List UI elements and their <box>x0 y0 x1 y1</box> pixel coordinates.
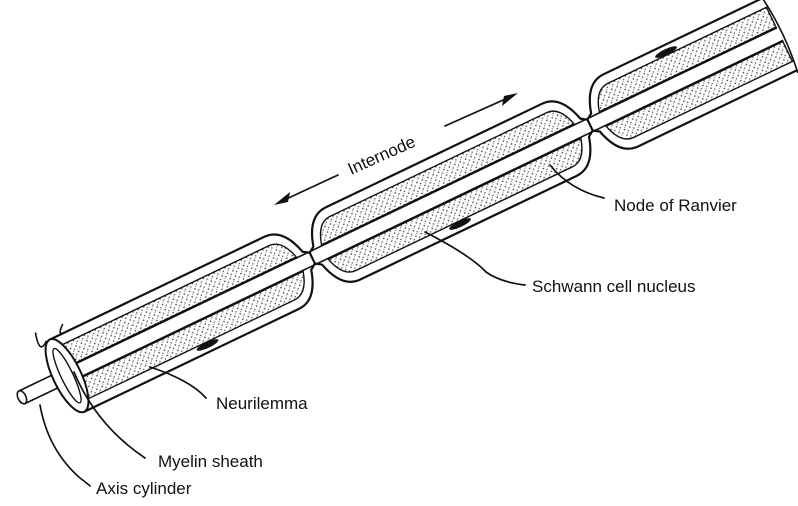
nerve-fiber <box>0 0 798 437</box>
internode-segment-2 <box>295 89 607 294</box>
internode-label: Internode <box>345 132 418 179</box>
leader-axis-cylinder <box>40 405 90 486</box>
node-of-ranvier-label: Node of Ranvier <box>614 196 737 215</box>
myelin-sheath-label: Myelin sheath <box>158 452 263 471</box>
axis-cylinder <box>15 28 782 405</box>
neurilemma-label: Neurilemma <box>216 394 308 413</box>
leader-neurilemma <box>150 367 206 398</box>
internode-segment-3 <box>572 0 798 163</box>
axis-cylinder-label: Axis cylinder <box>96 479 192 498</box>
schwann-cell-nucleus-label: Schwann cell nucleus <box>532 277 695 296</box>
internode-segment-1 <box>50 222 330 412</box>
leader-schwann-cell-nucleus <box>425 232 525 285</box>
